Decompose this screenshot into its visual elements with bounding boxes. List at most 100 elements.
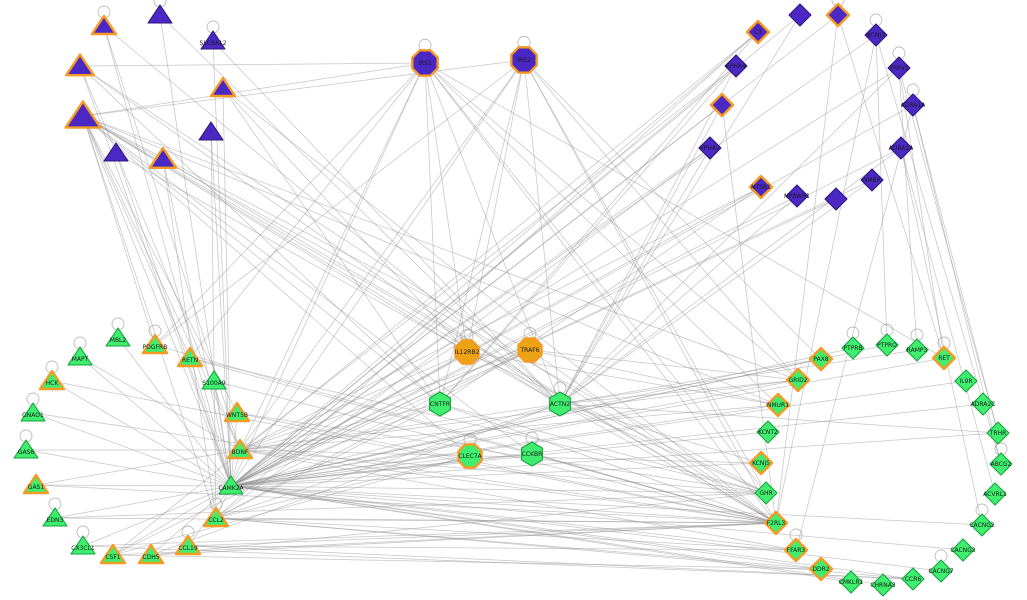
edge[interactable] — [82, 59, 525, 117]
node-kcnj5[interactable] — [748, 450, 774, 476]
edge[interactable] — [230, 380, 967, 487]
edge[interactable] — [775, 34, 877, 524]
edge[interactable] — [236, 412, 767, 494]
edge[interactable] — [189, 357, 777, 524]
node-kcnt2[interactable] — [756, 420, 780, 444]
edge[interactable] — [559, 403, 999, 434]
edge[interactable] — [239, 449, 767, 494]
edge[interactable] — [215, 147, 711, 519]
node-ddr2[interactable] — [808, 556, 834, 582]
node-hck[interactable] — [38, 369, 66, 391]
edge[interactable] — [837, 14, 945, 359]
edge[interactable] — [82, 115, 241, 451]
node-chrna3[interactable] — [871, 573, 895, 597]
edge[interactable] — [230, 485, 767, 494]
node-wnt5b[interactable] — [223, 401, 251, 423]
edge[interactable] — [51, 380, 232, 487]
node-kcnj3[interactable] — [864, 23, 888, 47]
edge[interactable] — [82, 115, 232, 487]
edge[interactable] — [162, 158, 232, 487]
node-cacng3[interactable] — [951, 538, 975, 562]
edge[interactable] — [230, 462, 762, 487]
edge[interactable] — [112, 485, 232, 556]
node-mbl2[interactable] — [105, 327, 131, 347]
node-il12rb2[interactable] — [454, 339, 480, 365]
node-epha7[interactable] — [698, 136, 722, 160]
edge[interactable] — [230, 147, 711, 487]
edge[interactable] — [222, 87, 468, 353]
edge[interactable] — [82, 115, 471, 457]
edge[interactable] — [82, 545, 914, 580]
edge[interactable] — [721, 104, 777, 524]
node-irs2[interactable] — [510, 46, 538, 74]
node-nmur1[interactable] — [765, 392, 791, 418]
edge[interactable] — [230, 62, 426, 487]
edge[interactable] — [82, 115, 531, 351]
edge[interactable] — [239, 65, 737, 451]
node-ptprb[interactable] — [841, 336, 865, 360]
edge[interactable] — [154, 62, 426, 346]
edge[interactable] — [775, 14, 839, 524]
edge[interactable] — [523, 59, 561, 405]
edge[interactable] — [239, 351, 468, 451]
edge[interactable] — [898, 67, 945, 359]
edge[interactable] — [230, 67, 900, 487]
edge[interactable] — [215, 31, 759, 519]
edge[interactable] — [559, 403, 762, 464]
edge[interactable] — [230, 59, 525, 487]
edge[interactable] — [239, 449, 777, 524]
edge[interactable] — [230, 485, 964, 551]
edge[interactable] — [162, 158, 217, 519]
node-gnao1[interactable] — [20, 402, 46, 422]
edge[interactable] — [559, 147, 902, 405]
edge[interactable] — [82, 115, 156, 346]
node-pt2[interactable] — [147, 4, 173, 24]
edge[interactable] — [559, 358, 822, 405]
node-ccl19[interactable] — [174, 534, 202, 556]
edge[interactable] — [239, 379, 799, 451]
node-adra1a[interactable] — [901, 93, 925, 117]
node-adra2a[interactable] — [889, 136, 913, 160]
node-s100a9[interactable] — [201, 370, 227, 390]
edge[interactable] — [230, 351, 468, 487]
edge[interactable] — [54, 517, 777, 524]
node-clec7a[interactable] — [457, 443, 483, 469]
node-pt9[interactable] — [148, 146, 178, 170]
node-c3[interactable] — [745, 19, 771, 45]
edge[interactable] — [117, 337, 232, 487]
node-gas1[interactable] — [22, 473, 50, 495]
edge[interactable] — [230, 14, 801, 487]
node-ntsr1[interactable] — [748, 174, 774, 200]
edge[interactable] — [230, 403, 441, 487]
edge[interactable] — [230, 455, 471, 487]
node-cntfr[interactable] — [429, 391, 451, 417]
edge[interactable] — [82, 115, 779, 406]
node-bdnf[interactable] — [226, 438, 254, 460]
node-camk2a[interactable] — [218, 475, 244, 495]
node-traf6[interactable] — [517, 337, 543, 363]
edge[interactable] — [159, 14, 232, 487]
edge[interactable] — [213, 380, 232, 487]
node-trpv1[interactable] — [887, 56, 911, 80]
edge[interactable] — [523, 59, 767, 494]
edge[interactable] — [529, 349, 779, 406]
edge[interactable] — [82, 115, 238, 414]
edge[interactable] — [466, 351, 767, 494]
node-ccl2[interactable] — [202, 506, 230, 528]
node-pd1[interactable] — [788, 3, 812, 27]
edge[interactable] — [187, 545, 914, 580]
node-cmklr1[interactable] — [839, 570, 863, 594]
edge[interactable] — [82, 62, 426, 117]
edge[interactable] — [82, 115, 533, 455]
edge[interactable] — [559, 67, 900, 405]
node-il9r[interactable] — [954, 369, 978, 393]
edge[interactable] — [112, 31, 759, 556]
node-cdh5[interactable] — [137, 543, 165, 565]
edge[interactable] — [912, 104, 999, 434]
node-cacng7[interactable] — [929, 559, 953, 583]
node-cckbr[interactable] — [521, 441, 543, 467]
edge[interactable] — [559, 403, 767, 494]
node-slc6a12[interactable] — [200, 30, 226, 50]
node-mapt[interactable] — [67, 346, 93, 366]
edge[interactable] — [523, 59, 799, 381]
